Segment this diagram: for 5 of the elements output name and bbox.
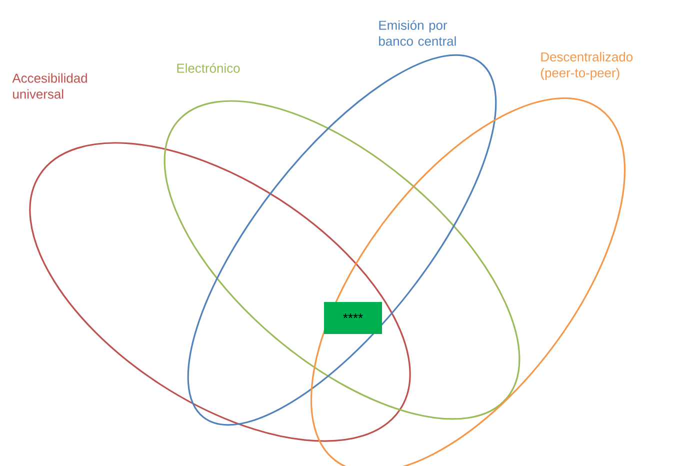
- set-label: Accesibilidad universal: [12, 73, 87, 99]
- set-label: Emisión por banco central: [379, 20, 456, 46]
- set-label: Descentralizado (peer-to-peer): [541, 52, 632, 80]
- marker-box: ****: [324, 302, 382, 334]
- set-label: Electrónico: [177, 63, 240, 73]
